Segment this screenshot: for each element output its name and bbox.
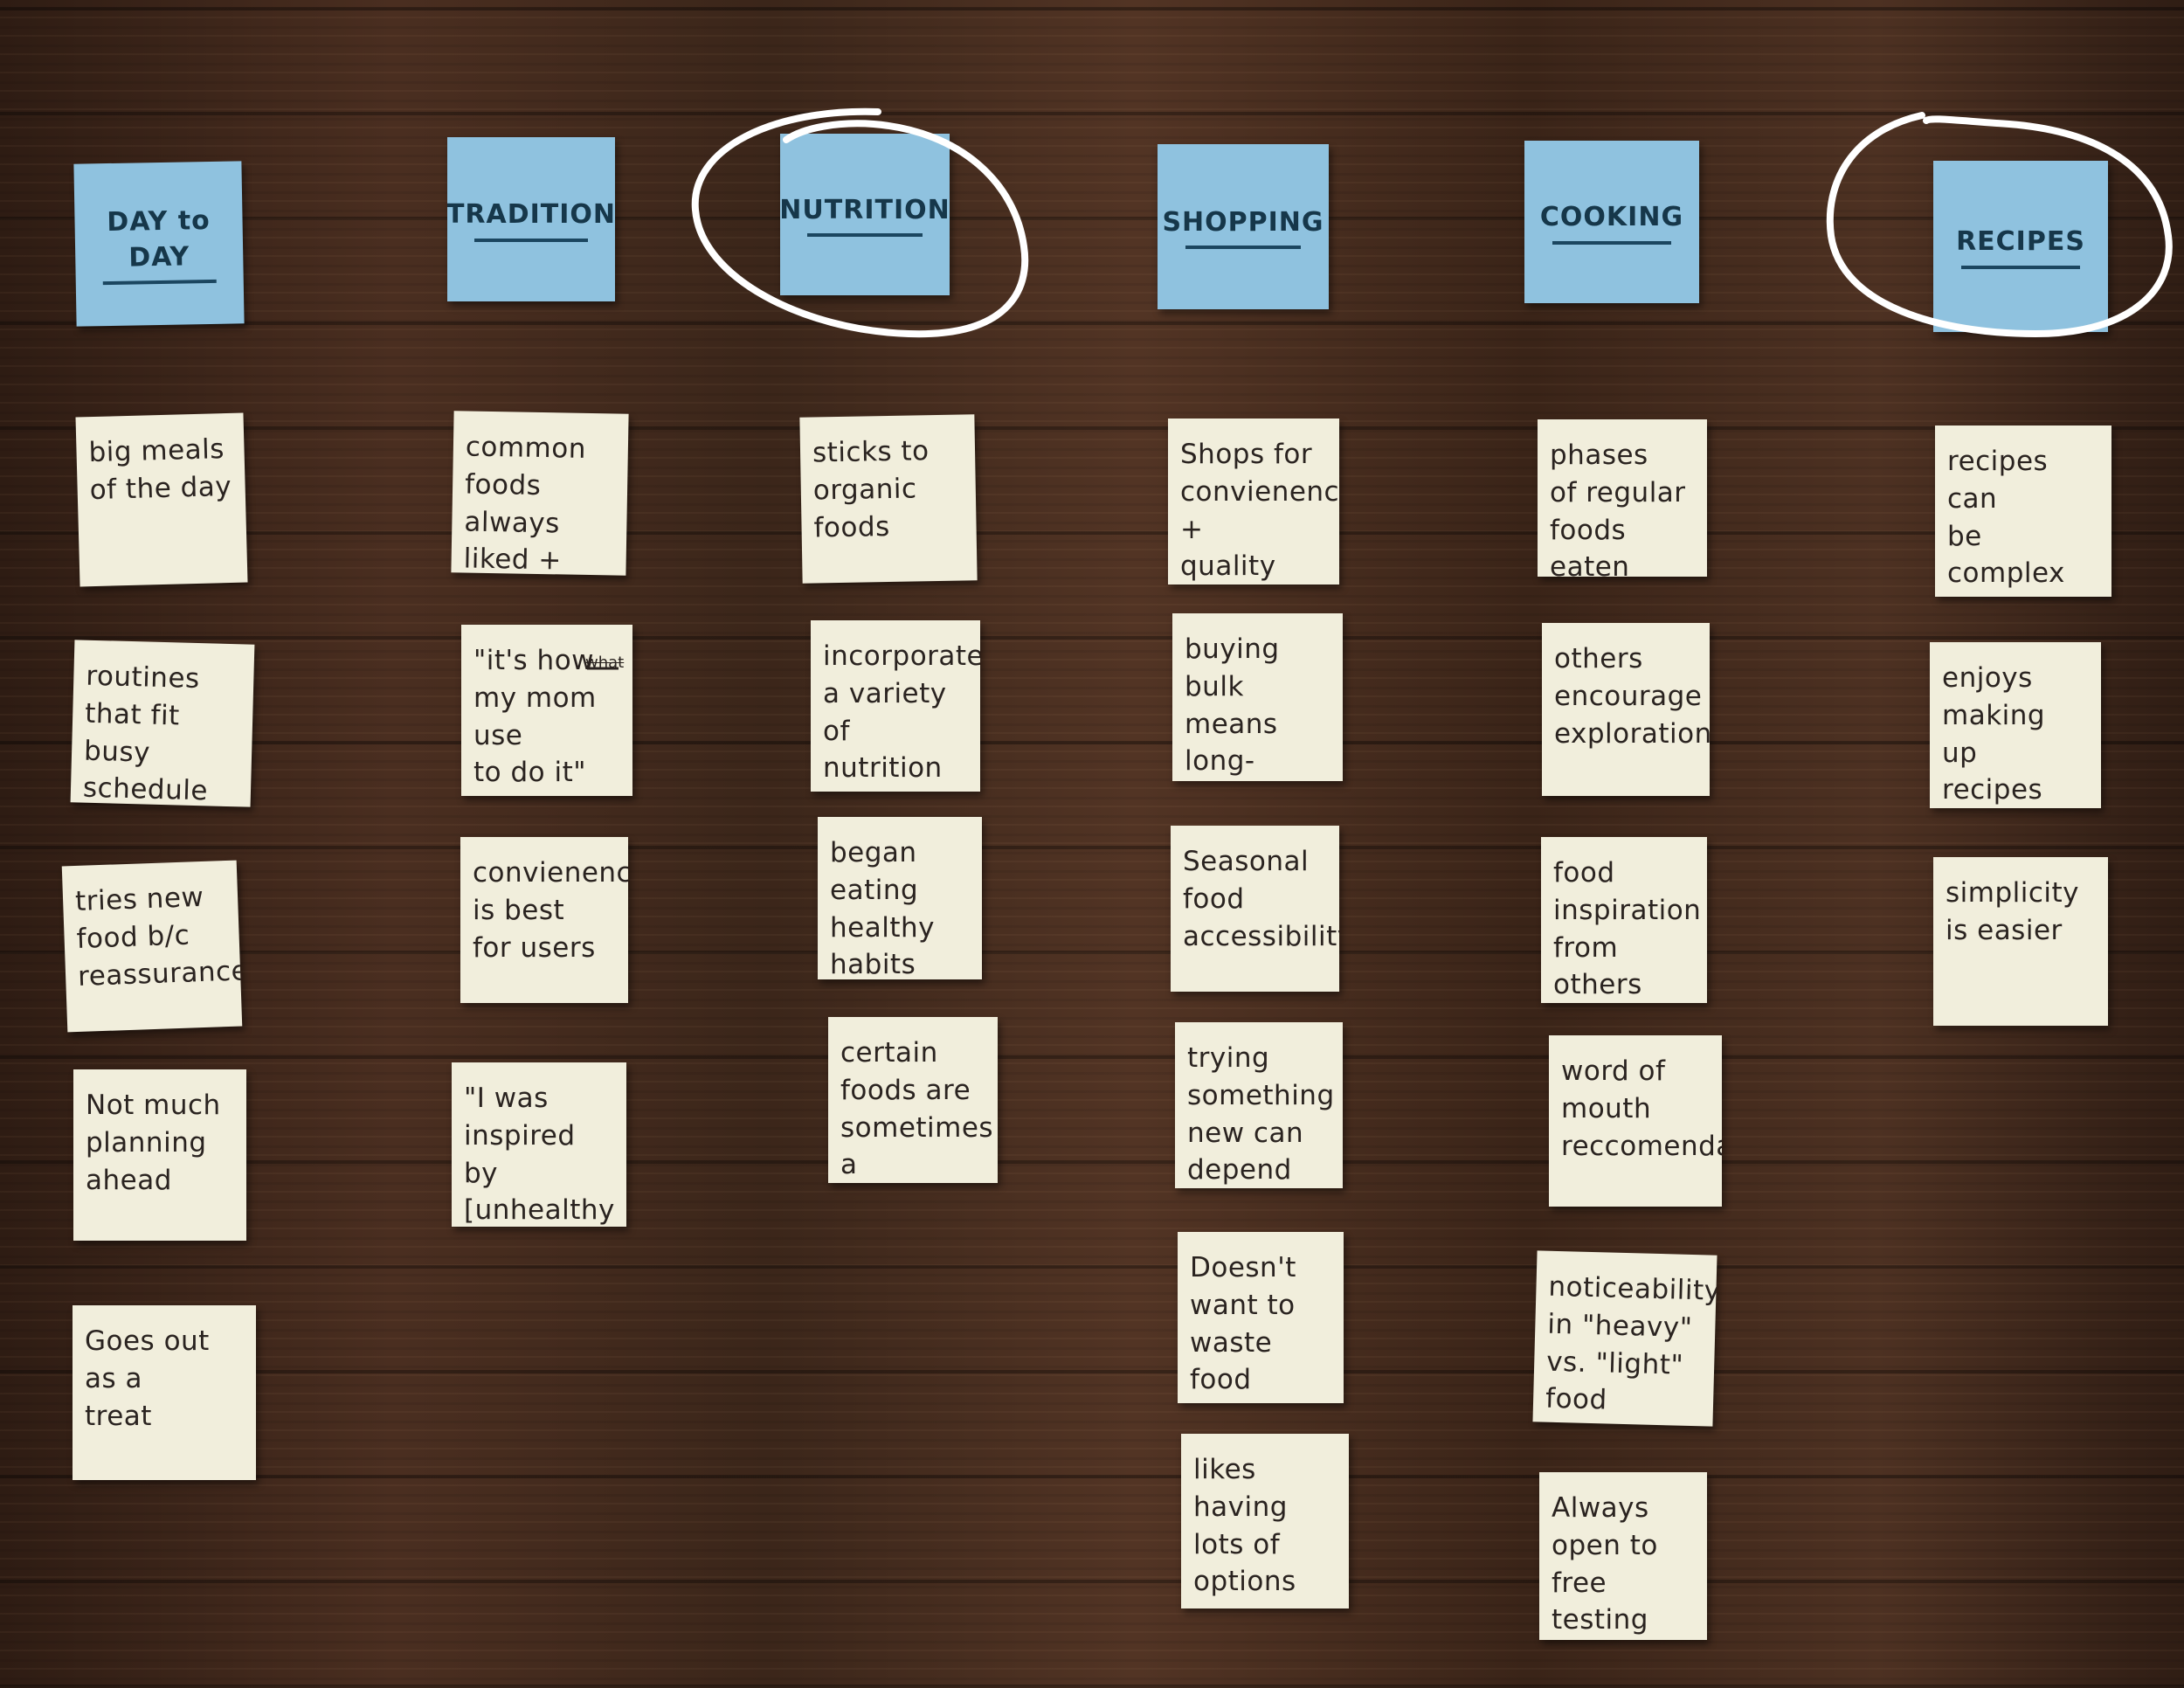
- sticky-note-shopping-2: buying bulk means long- term use: [1172, 613, 1343, 781]
- sticky-note-day-to-day-2: routines that fit busy schedule: [70, 640, 255, 807]
- sticky-note-day-to-day-3: tries new food b/c reassurance: [61, 860, 243, 1033]
- sticky-note-cooking-2: others encourage exploration: [1542, 623, 1710, 796]
- header-label-recipes: RECIPES: [1956, 226, 2085, 258]
- sticky-note-nutrition-1: sticks to organic foods: [799, 414, 978, 584]
- sticky-note-cooking-1: phases of regular foods eaten: [1538, 419, 1707, 577]
- sticky-note-shopping-3: Seasonal food accessibility: [1171, 826, 1339, 992]
- sticky-note-tradition-3: convienence is best for users: [460, 837, 628, 1003]
- sticky-note-cooking-5: noticeability in "heavy" vs. "light" foo…: [1532, 1250, 1717, 1427]
- header-note-recipes: RECIPES: [1933, 161, 2108, 332]
- sticky-note-shopping-4: trying something new can depend on price: [1175, 1022, 1343, 1188]
- sticky-note-recipes-1: recipes can be complex: [1935, 425, 2111, 597]
- header-underline: [1185, 246, 1302, 250]
- sticky-note-cooking-3: food inspiration from others: [1541, 837, 1707, 1003]
- sticky-note-recipes-2: enjoys making up recipes: [1930, 642, 2101, 808]
- sticky-note-cooking-6: Always open to free testing: [1539, 1472, 1707, 1640]
- header-note-shopping: SHOPPING: [1158, 144, 1329, 309]
- sticky-note-shopping-6: likes having lots of options: [1181, 1434, 1349, 1608]
- header-underline: [807, 233, 923, 238]
- sticky-note-shopping-5: Doesn't want to waste food: [1178, 1232, 1344, 1403]
- sticky-note-nutrition-2: incorporates a variety of nutrition: [811, 620, 980, 792]
- sticky-note-tradition-2: "it's how my mom use to do it": [461, 625, 632, 796]
- sticky-note-tradition-1: common foods always liked + used: [451, 411, 629, 576]
- header-underline: [474, 238, 588, 242]
- header-label-cooking: COOKING: [1539, 202, 1684, 233]
- header-underline: [102, 280, 217, 286]
- header-label-tradition: TRADITION: [447, 199, 615, 231]
- sticky-note-day-to-day-1: big meals of the day: [75, 412, 248, 587]
- header-note-nutrition: NUTRITION: [780, 134, 950, 295]
- header-label-day-to-day: DAY to DAY: [107, 204, 211, 273]
- sticky-note-recipes-3: simplicity is easier: [1933, 857, 2108, 1026]
- sticky-note-shopping-1: Shops for convienence + quality: [1168, 419, 1339, 585]
- sticky-note-day-to-day-5: Goes out as a treat: [73, 1305, 256, 1480]
- sticky-note-tradition-4: "I was inspired by [unhealthy eating hab…: [452, 1062, 626, 1227]
- header-label-shopping: SHOPPING: [1162, 206, 1324, 238]
- header-underline: [1552, 240, 1671, 245]
- header-underline: [1961, 265, 2080, 269]
- header-label-nutrition: NUTRITION: [780, 194, 950, 225]
- sticky-note-nutrition-3: began eating healthy habits when young: [818, 817, 982, 979]
- tradition-strikethrough-word: what: [585, 654, 625, 672]
- sticky-note-nutrition-4: certain foods are sometimes a necessity: [828, 1017, 998, 1183]
- sticky-note-cooking-4: word of mouth reccomendation: [1549, 1035, 1722, 1207]
- sticky-note-day-to-day-4: Not much planning ahead: [73, 1069, 246, 1241]
- header-note-day-to-day: DAY to DAY: [73, 161, 245, 327]
- header-note-tradition: TRADITION: [447, 137, 615, 301]
- header-note-cooking: COOKING: [1524, 141, 1699, 303]
